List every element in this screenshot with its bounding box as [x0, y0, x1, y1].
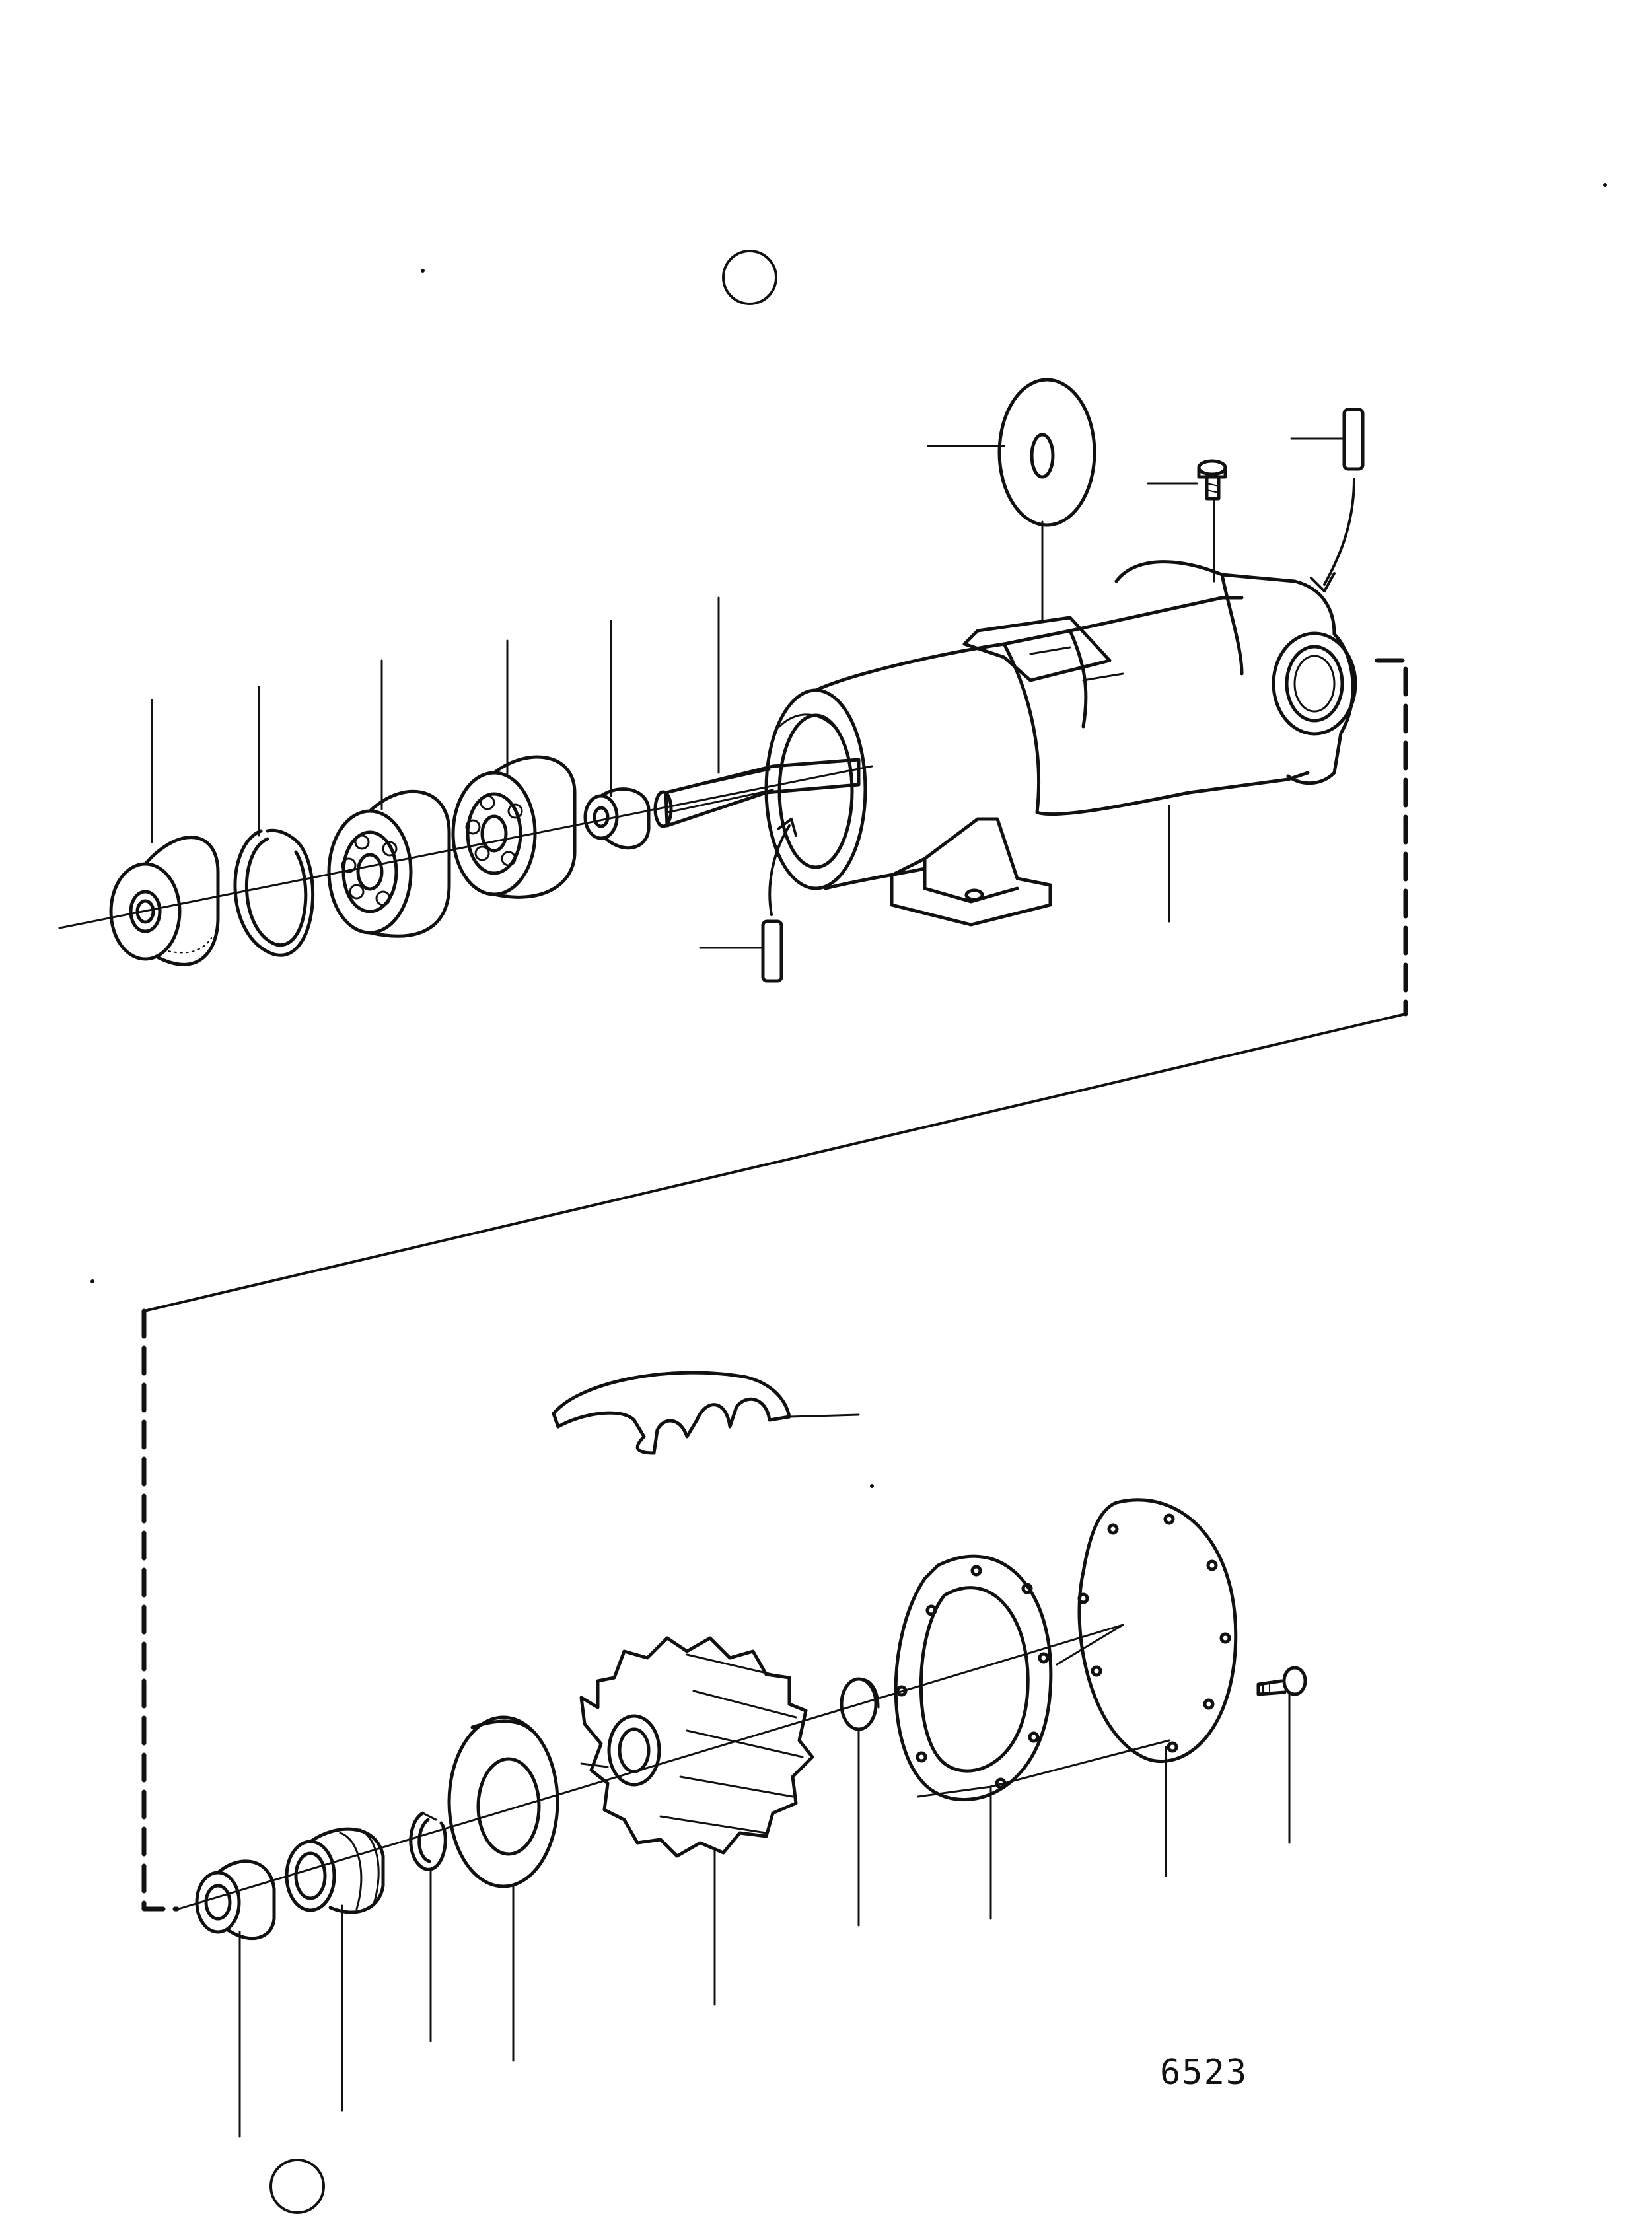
pin-top	[1344, 410, 1363, 469]
assembly-arrows	[770, 479, 1354, 915]
pin-bottom	[763, 921, 781, 981]
lower-leader-lines	[240, 1625, 1289, 2137]
ball-bearing-1	[329, 791, 449, 936]
figure-number: 6523	[1160, 2053, 1248, 2093]
pump-shaft	[655, 760, 859, 826]
reference-circle-top	[723, 251, 776, 304]
gasket	[896, 1556, 1051, 1799]
cover	[1079, 1500, 1236, 1762]
screw-lower	[1258, 1668, 1305, 1694]
stray-marks	[91, 184, 1606, 1487]
ball-bearing-2	[453, 757, 575, 897]
wear-plate	[449, 1717, 557, 1886]
group-connector	[144, 661, 1406, 1909]
seal-cup-upper	[111, 838, 218, 965]
shaft-seal	[287, 1829, 383, 1912]
reference-circle-bottom	[271, 2160, 324, 2213]
spacer-sleeve	[585, 789, 649, 848]
seal-cup-lower	[197, 1861, 274, 1939]
impeller	[581, 1638, 812, 1856]
snap-ring-upper	[235, 830, 313, 955]
pump-housing	[766, 562, 1355, 925]
screw-top	[1199, 461, 1225, 499]
cam	[554, 1373, 859, 1453]
circlip-lower	[411, 1813, 445, 1869]
upper-axis-line	[59, 766, 872, 928]
washer-top	[999, 380, 1095, 525]
lower-axis-line	[178, 1625, 1123, 1909]
upper-leader-lines	[152, 439, 1342, 948]
